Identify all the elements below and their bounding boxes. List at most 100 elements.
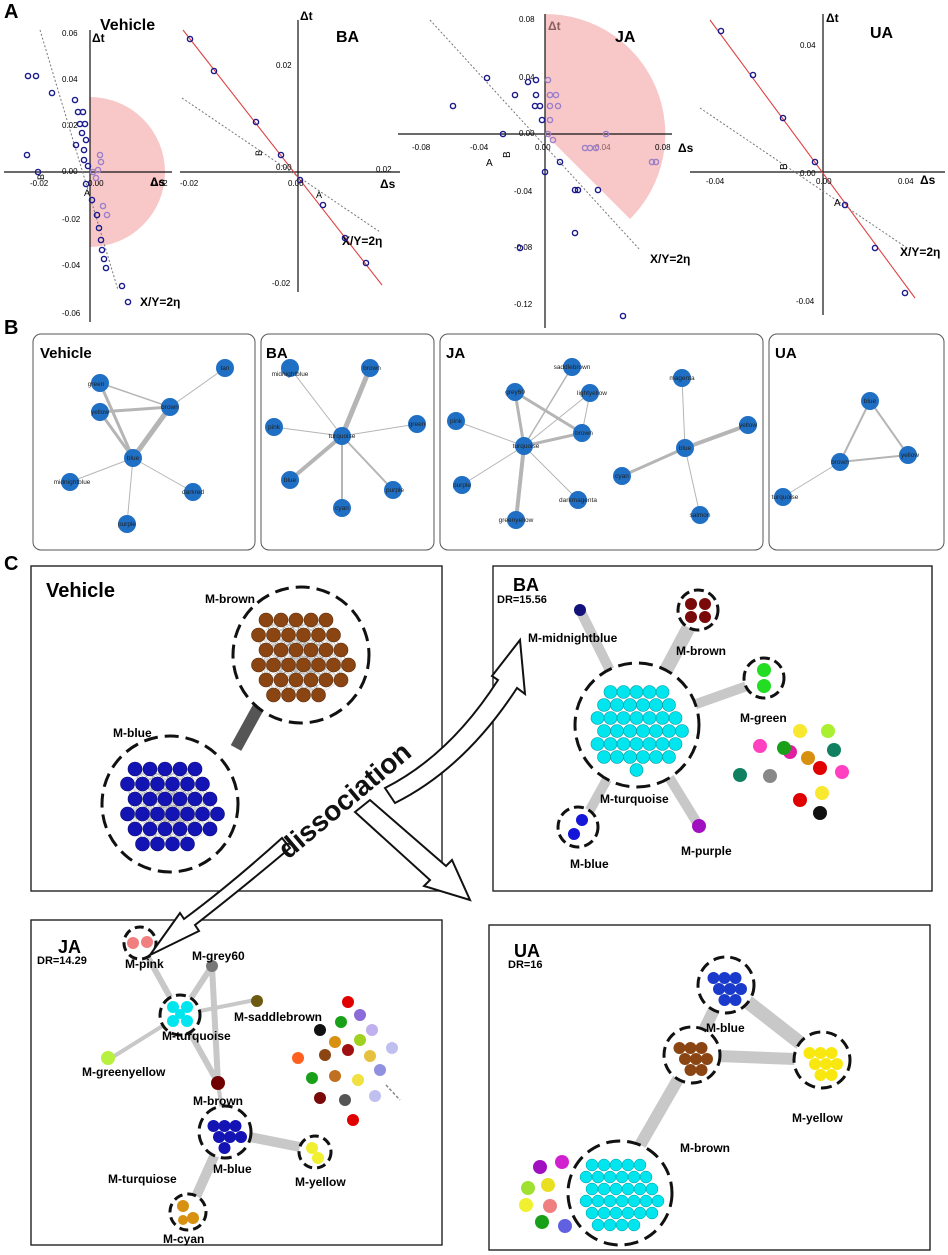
- c-vehicle-brown-node: [251, 657, 266, 673]
- ja-b-label: B: [502, 151, 513, 158]
- c-ba-turquoise-node: [590, 711, 605, 725]
- c-vehicle-brown-node: [326, 657, 341, 673]
- c-ba-turquoise-node: [636, 750, 650, 764]
- c-ja-label-turquiose: M-turquiose: [108, 1172, 177, 1186]
- ja-xtick-4: 0.08: [655, 143, 671, 152]
- c-ua-turquoise-node: [621, 1158, 635, 1172]
- c-ua-turquoise-node: [609, 1206, 623, 1220]
- c-vehicle-brown-node: [288, 612, 304, 628]
- panel-a-vehicle: Vehicle Δt Δs X/Y=2η A B -0.02 0.00 0.02…: [4, 17, 180, 322]
- b-vehicle-node-yellow: yellow: [91, 409, 109, 416]
- b-ba-node-cyan: cyan: [335, 505, 349, 512]
- ua-b-label: B: [779, 163, 790, 170]
- c-vehicle-blue-node: [150, 776, 165, 792]
- vehicle-xtick-1: 0.00: [88, 179, 104, 188]
- b-ba-node-brown: brown: [363, 365, 381, 372]
- vehicle-xtick-2: 0.02: [152, 179, 168, 188]
- c-ba-label-midnightblue: M-midnightblue: [528, 631, 618, 645]
- ba-title: BA: [336, 29, 360, 46]
- c-ba-turquoise-node: [629, 737, 644, 751]
- c-vehicle-brown-cluster: [231, 585, 371, 725]
- c-vehicle-blue-node: [120, 776, 135, 792]
- c-vehicle-brown-node: [311, 657, 326, 673]
- b-ua-node-yellow: yellow: [901, 452, 919, 459]
- c-vehicle-brown-node: [303, 672, 319, 688]
- b-ba-node-blue: blue: [284, 477, 297, 484]
- ua-ytick-1: 0.00: [800, 169, 816, 178]
- b-ja-node-turquoise: turquoise: [513, 443, 540, 450]
- panel-b-ba: BA midnightblue brown pink turquoise gre…: [260, 333, 435, 551]
- ba-b-label: B: [254, 150, 264, 156]
- panel-letter-c: C: [4, 553, 18, 575]
- c-ba-label-green: M-green: [740, 711, 787, 725]
- b-ja-title: JA: [446, 345, 465, 362]
- c-vehicle-blue-node: [135, 806, 150, 822]
- c-ua-blue-node: [724, 983, 736, 995]
- c-ja-label-yellow: M-yellow: [295, 1175, 346, 1189]
- c-ba-turquoise-node: [642, 685, 657, 699]
- c-vehicle-brown-node: [266, 657, 281, 673]
- c-ua-turquoise-node: [651, 1194, 665, 1208]
- c-vehicle-blue-node: [187, 821, 203, 837]
- c-vehicle-blue-node: [142, 821, 158, 837]
- c-ua-label-yellow: M-yellow: [792, 1111, 843, 1125]
- c-vehicle-label-brown: M-brown: [205, 592, 255, 606]
- ua-ds-label: Δs: [920, 173, 936, 187]
- ua-xtick-2: 0.04: [898, 177, 914, 186]
- c-ja-label-grey60: M-grey60: [192, 949, 245, 963]
- ua-a-label: A: [834, 198, 841, 209]
- ua-ytick-2: -0.04: [796, 297, 815, 306]
- b-ja-node-purple: purple: [453, 482, 471, 489]
- c-ua-turquoise-node: [615, 1194, 629, 1208]
- c-vehicle-blue-node: [172, 791, 188, 807]
- c-vehicle-label-blue: M-blue: [113, 726, 152, 740]
- c-ua-turquoise-node: [639, 1170, 653, 1184]
- ja-dt-label: Δt: [548, 19, 561, 33]
- b-vehicle-title: Vehicle: [40, 345, 92, 362]
- b-vehicle-node-midnightblue: midnightblue: [54, 479, 91, 486]
- c-ua-turquoise-node: [603, 1170, 617, 1184]
- vehicle-ytick-5: -0.04: [62, 261, 81, 270]
- c-ua-turquoise-node: [621, 1182, 635, 1196]
- dissociation-arrows: [149, 637, 527, 956]
- panel-b-ua: UA blue brown yellow turquoise: [768, 333, 945, 551]
- c-vehicle-brown-node: [303, 612, 319, 628]
- c-ba-turquoise-node: [655, 685, 670, 699]
- c-ua-turquoise-node: [609, 1158, 623, 1172]
- c-ba-turquoise-node: [675, 724, 689, 738]
- c-vehicle-blue-node: [157, 791, 173, 807]
- ua-xtick-0: -0.04: [706, 177, 725, 186]
- c-ba-turquoise-node: [610, 750, 624, 764]
- c-vehicle-blue-node: [157, 761, 173, 777]
- b-ua-node-turquoise: turquoise: [772, 494, 799, 501]
- c-ua-label-brown: M-brown: [680, 1141, 730, 1155]
- c-vehicle-blue-node: [180, 836, 195, 852]
- c-ua-label-blue: M-blue: [706, 1021, 745, 1035]
- b-ba-node-pink: pink: [268, 424, 281, 431]
- c-ua-brown-node: [673, 1042, 686, 1054]
- c-ba-turquoise-node: [655, 711, 670, 725]
- c-ba-turquoise-node: [610, 724, 624, 738]
- c-ja-label-blue: M-blue: [213, 1162, 252, 1176]
- c-ja-label-saddlebrown: M-saddlebrown: [234, 1010, 322, 1024]
- c-ua-blue-node: [729, 994, 742, 1006]
- c-ba-turquoise-node: [616, 711, 631, 725]
- c-vehicle-blue-node: [180, 776, 195, 792]
- c-ba-label-purple: M-purple: [681, 844, 732, 858]
- c-ba-dr: DR=15.56: [497, 594, 547, 606]
- c-ua-yellow-node: [809, 1058, 821, 1070]
- c-vehicle-brown-node: [296, 657, 311, 673]
- c-ua-turquoise-node: [639, 1194, 653, 1208]
- c-ua-turquoise-node: [633, 1158, 647, 1172]
- vehicle-a-label: A: [84, 188, 90, 198]
- c-ja-label-cyan: M-cyan: [163, 1232, 204, 1246]
- c-ua-turquoise-node: [585, 1182, 599, 1196]
- ja-ratio-label: X/Y=2η: [650, 252, 690, 266]
- c-ua-turquoise-node: [603, 1218, 617, 1232]
- c-ja-label-brown: M-brown: [193, 1094, 243, 1108]
- b-ba-node-purple: purple: [386, 487, 404, 494]
- c-ua-turquoise-node: [579, 1194, 593, 1208]
- c-ua-brown-node: [679, 1053, 691, 1065]
- c-vehicle-blue-cluster: [100, 734, 240, 874]
- c-ua-brown-node: [695, 1064, 708, 1076]
